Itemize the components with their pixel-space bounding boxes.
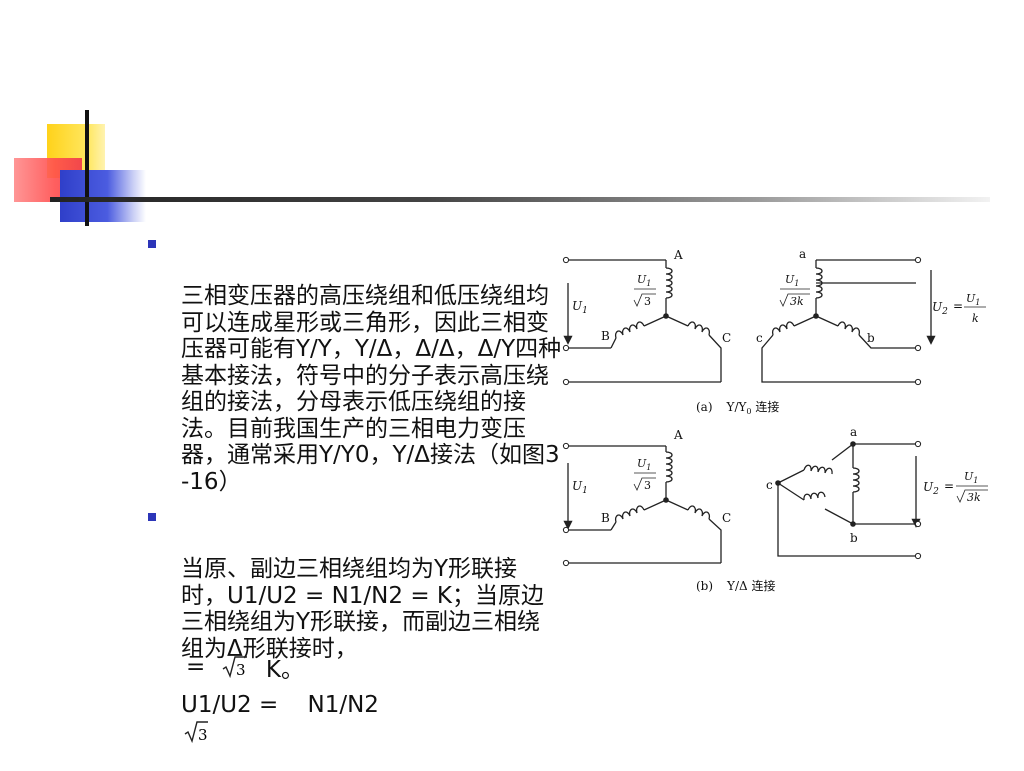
fraction-u1-sqrt3: U1 3 — [633, 457, 656, 492]
svg-text:k: k — [972, 312, 979, 325]
caption-b: (b)Y/Δ 连接 — [696, 578, 776, 593]
label-c: c — [766, 478, 773, 492]
bullet-item-ratio: 当原、副边三相绕组均为Y形联接时，U1/U2 = N1/N2 = K；当原边三相… — [148, 503, 563, 771]
circuit-diagram: A B C a b c U1 U1 3 U1 3k U2 = U1 k (a)Y… — [562, 247, 988, 593]
svg-text:3k: 3k — [790, 295, 804, 308]
label-a: a — [799, 247, 806, 261]
label-A: A — [673, 248, 683, 262]
formula-u2-u1-over-sqrt3k: U2 = U1 3k — [923, 470, 988, 504]
label-C: C — [722, 331, 731, 345]
label-b: b — [867, 331, 875, 345]
k-text: K。 — [265, 657, 304, 683]
logo-vertical-line — [85, 110, 89, 226]
label-B: B — [601, 329, 610, 343]
sqrt-3-symbol: 3 — [222, 656, 247, 679]
svg-text:U1: U1 — [637, 273, 651, 288]
label-C: C — [722, 511, 731, 525]
svg-text:3: 3 — [644, 479, 651, 492]
svg-text:=: = — [953, 299, 963, 313]
bullet-text: 当原、副边三相绕组均为Y形联接时，U1/U2 = N1/N2 = K；当原边三相… — [181, 556, 544, 662]
fraction-u1-sqrt3: U1 3 — [633, 273, 656, 308]
svg-text:3k: 3k — [967, 491, 981, 504]
bullet-square-icon — [148, 513, 156, 521]
formula-u2-u1-over-k: U2 = U1 k — [932, 292, 986, 325]
svg-text:U1: U1 — [785, 273, 799, 288]
bullet-text: 三相变压器的高压绕组和低压绕组均可以连成星形或三角形，因此三相变压器可能有Y/Y… — [181, 283, 562, 495]
svg-text:=: = — [944, 479, 954, 493]
formula-ratio-text: U1/U2 = N1/N2 — [181, 691, 379, 718]
label-A: A — [673, 428, 683, 442]
sqrt-3-symbol: 3 — [184, 720, 208, 744]
bullet-item-connections: 三相变压器的高压绕组和低压绕组均可以连成星形或三角形，因此三相变压器可能有Y/Y… — [148, 230, 563, 495]
label-a: a — [850, 425, 857, 439]
svg-text:U1: U1 — [637, 457, 651, 472]
svg-text:U1: U1 — [572, 479, 588, 496]
formula-result-line: = 3 K。 — [186, 650, 304, 684]
label-b: b — [850, 531, 858, 545]
svg-text:3: 3 — [198, 726, 208, 744]
svg-text:3: 3 — [644, 295, 651, 308]
bullet-square-icon — [148, 240, 156, 248]
svg-text:U1: U1 — [964, 470, 978, 485]
fraction-u1-sqrt3k: U1 3k — [779, 273, 810, 308]
svg-text:U1: U1 — [966, 292, 980, 307]
title-divider-line — [50, 197, 990, 202]
svg-text:U2: U2 — [932, 300, 948, 317]
caption-a: (a)Y/Y0 连接 — [696, 399, 779, 416]
svg-text:U2: U2 — [923, 480, 939, 497]
bullet-list: 三相变压器的高压绕组和低压绕组均可以连成星形或三角形，因此三相变压器可能有Y/Y… — [148, 230, 563, 771]
svg-text:U1: U1 — [572, 299, 588, 316]
svg-text:3: 3 — [236, 661, 246, 679]
label-B: B — [601, 511, 610, 525]
transformer-connection-figure: A B C a b c U1 U1 3 U1 3k U2 = U1 k (a)Y… — [556, 238, 996, 607]
equals-sign: = — [186, 654, 206, 680]
label-c: c — [756, 331, 763, 345]
logo-blue-block — [60, 170, 146, 222]
formula-line: U1/U2 = N1/N2 3 — [181, 665, 563, 745]
